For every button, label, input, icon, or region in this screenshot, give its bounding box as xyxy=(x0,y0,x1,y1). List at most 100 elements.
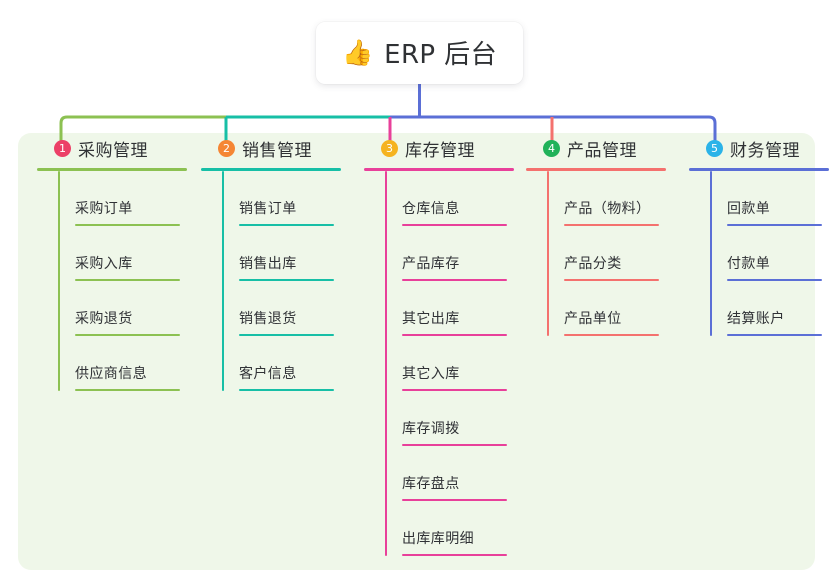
list-item-label: 产品库存 xyxy=(402,256,460,273)
list-item[interactable]: 付款单 xyxy=(710,226,829,281)
branch-items-2: 销售订单销售出库销售退货客户信息 xyxy=(222,171,341,391)
list-item-label: 采购退货 xyxy=(75,311,133,328)
branch-spine-4 xyxy=(547,171,549,336)
list-item-label: 采购订单 xyxy=(75,201,133,218)
list-item-label: 销售订单 xyxy=(239,201,297,218)
list-item-underline xyxy=(402,444,507,446)
list-item-underline xyxy=(564,279,659,281)
branch-items-3: 仓库信息产品库存其它出库其它入库库存调拨库存盘点出库库明细 xyxy=(385,171,514,556)
list-item-label: 仓库信息 xyxy=(402,201,460,218)
list-item[interactable]: 结算账户 xyxy=(710,281,829,336)
list-item-underline xyxy=(239,279,334,281)
list-item[interactable]: 销售退货 xyxy=(222,281,341,336)
branch-header-4[interactable]: 4 产品管理 xyxy=(526,133,666,164)
list-item-underline xyxy=(402,554,507,556)
list-item[interactable]: 库存盘点 xyxy=(385,446,514,501)
root-title: ERP 后台 xyxy=(384,39,497,70)
branch-title-1: 采购管理 xyxy=(78,141,148,161)
list-item-underline xyxy=(239,334,334,336)
branch-items-5: 回款单付款单结算账户 xyxy=(710,171,829,336)
branch-header-2[interactable]: 2 销售管理 xyxy=(201,133,341,164)
list-item-underline xyxy=(75,389,180,391)
list-item[interactable]: 采购入库 xyxy=(58,226,187,281)
branch-underline-5 xyxy=(689,168,829,171)
list-item[interactable]: 产品单位 xyxy=(547,281,666,336)
list-item-underline xyxy=(727,279,822,281)
list-item-underline xyxy=(402,279,507,281)
list-item-label: 产品单位 xyxy=(564,311,622,328)
root-node[interactable]: 👍 ERP 后台 xyxy=(316,22,523,84)
branch-underline-1 xyxy=(37,168,187,171)
list-item[interactable]: 其它入库 xyxy=(385,336,514,391)
list-item[interactable]: 采购订单 xyxy=(58,171,187,226)
list-item[interactable]: 出库库明细 xyxy=(385,501,514,556)
branch-badge-1: 1 xyxy=(54,140,71,157)
branch-underline-2 xyxy=(201,168,341,171)
list-item-label: 销售出库 xyxy=(239,256,297,273)
branch-title-4: 产品管理 xyxy=(567,141,637,161)
list-item-label: 回款单 xyxy=(727,201,771,218)
list-item-label: 结算账户 xyxy=(727,311,785,328)
branch-underline-4 xyxy=(526,168,666,171)
diagram-panel xyxy=(18,133,815,570)
branch-items-1: 采购订单采购入库采购退货供应商信息 xyxy=(58,171,187,391)
list-item[interactable]: 销售订单 xyxy=(222,171,341,226)
list-item-label: 其它出库 xyxy=(402,311,460,328)
list-item-underline xyxy=(239,389,334,391)
list-item[interactable]: 产品（物料） xyxy=(547,171,666,226)
list-item-underline xyxy=(402,224,507,226)
branch-title-5: 财务管理 xyxy=(730,141,800,161)
list-item[interactable]: 采购退货 xyxy=(58,281,187,336)
list-item-label: 产品（物料） xyxy=(564,201,651,218)
list-item[interactable]: 客户信息 xyxy=(222,336,341,391)
list-item[interactable]: 库存调拨 xyxy=(385,391,514,446)
list-item-label: 产品分类 xyxy=(564,256,622,273)
list-item-underline xyxy=(75,334,180,336)
list-item[interactable]: 供应商信息 xyxy=(58,336,187,391)
branch-badge-4: 4 xyxy=(543,140,560,157)
list-item-label: 销售退货 xyxy=(239,311,297,328)
list-item-underline xyxy=(239,224,334,226)
branch-spine-1 xyxy=(58,171,60,391)
list-item[interactable]: 仓库信息 xyxy=(385,171,514,226)
list-item-label: 其它入库 xyxy=(402,366,460,383)
list-item[interactable]: 其它出库 xyxy=(385,281,514,336)
branch-badge-3: 3 xyxy=(381,140,398,157)
list-item-label: 库存盘点 xyxy=(402,476,460,493)
list-item-label: 付款单 xyxy=(727,256,771,273)
list-item-underline xyxy=(727,334,822,336)
list-item-underline xyxy=(75,224,180,226)
root-node-content: 👍 ERP 后台 xyxy=(342,34,497,71)
list-item-underline xyxy=(564,224,659,226)
branch-spine-2 xyxy=(222,171,224,391)
list-item-label: 出库库明细 xyxy=(402,531,474,548)
list-item-label: 供应商信息 xyxy=(75,366,147,383)
list-item-label: 库存调拨 xyxy=(402,421,460,438)
list-item-label: 客户信息 xyxy=(239,366,297,383)
branch-column-1: 1 采购管理采购订单采购入库采购退货供应商信息 xyxy=(37,133,187,391)
branch-columns: 1 采购管理采购订单采购入库采购退货供应商信息 2 销售管理销售订单销售出库销售退货客… xyxy=(0,133,839,570)
list-item-underline xyxy=(727,224,822,226)
branch-underline-3 xyxy=(364,168,514,171)
list-item-underline xyxy=(402,499,507,501)
branch-spine-5 xyxy=(710,171,712,336)
list-item[interactable]: 产品分类 xyxy=(547,226,666,281)
branch-column-4: 4 产品管理产品（物料） 产品分类产品单位 xyxy=(526,133,666,336)
list-item[interactable]: 回款单 xyxy=(710,171,829,226)
list-item-underline xyxy=(564,334,659,336)
list-item-underline xyxy=(402,389,507,391)
branch-title-2: 销售管理 xyxy=(242,141,312,161)
branch-badge-2: 2 xyxy=(218,140,235,157)
list-item-label: 采购入库 xyxy=(75,256,133,273)
list-item-underline xyxy=(75,279,180,281)
branch-column-2: 2 销售管理销售订单销售出库销售退货客户信息 xyxy=(201,133,341,391)
branch-spine-3 xyxy=(385,171,387,556)
list-item[interactable]: 销售出库 xyxy=(222,226,341,281)
list-item[interactable]: 产品库存 xyxy=(385,226,514,281)
branch-header-1[interactable]: 1 采购管理 xyxy=(37,133,187,164)
